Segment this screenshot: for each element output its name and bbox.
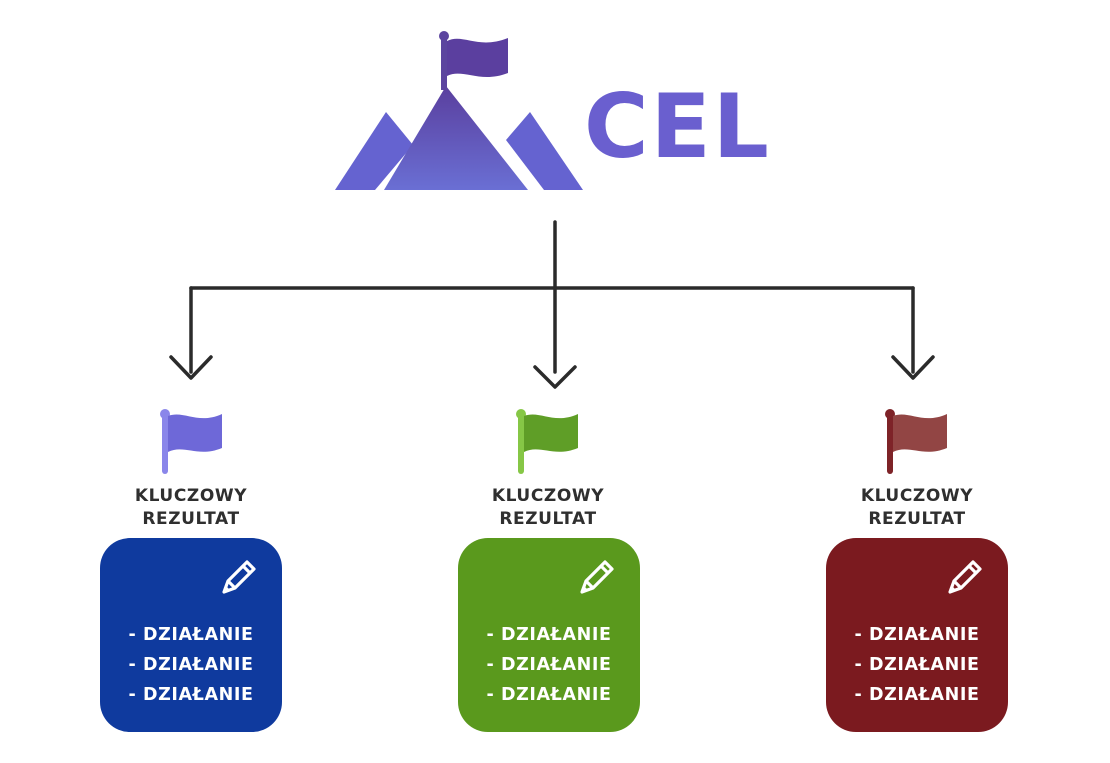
- arrow-head-right: [891, 355, 935, 380]
- action-item: - DZIAŁANIE: [486, 625, 612, 645]
- action-list: - DZIAŁANIE - DZIAŁANIE - DZIAŁANIE: [826, 620, 1008, 710]
- goal-title: CEL: [584, 75, 771, 178]
- action-item: - DZIAŁANIE: [128, 685, 254, 705]
- goal-flag-icon: [439, 31, 508, 90]
- pencil-icon: [580, 560, 614, 594]
- key-result-flag-icon: [516, 409, 578, 474]
- key-result-label: KLUCZOWY REZULTAT: [860, 486, 974, 529]
- action-item: - DZIAŁANIE: [128, 655, 254, 675]
- action-item: - DZIAŁANIE: [486, 685, 612, 705]
- goal-mountain-icon: [335, 86, 583, 190]
- key-result-label: KLUCZOWY REZULTAT: [134, 486, 248, 529]
- action-box: - DZIAŁANIE - DZIAŁANIE - DZIAŁANIE: [100, 538, 282, 732]
- action-item: - DZIAŁANIE: [854, 625, 980, 645]
- pencil-icon: [948, 560, 982, 594]
- action-item: - DZIAŁANIE: [486, 655, 612, 675]
- action-box: - DZIAŁANIE - DZIAŁANIE - DZIAŁANIE: [826, 538, 1008, 732]
- connector-lines: [169, 220, 935, 389]
- action-box: - DZIAŁANIE - DZIAŁANIE - DZIAŁANIE: [458, 538, 640, 732]
- action-item: - DZIAŁANIE: [128, 625, 254, 645]
- pencil-icon: [222, 560, 256, 594]
- action-list: - DZIAŁANIE - DZIAŁANIE - DZIAŁANIE: [458, 620, 640, 710]
- action-list: - DZIAŁANIE - DZIAŁANIE - DZIAŁANIE: [100, 620, 282, 710]
- arrow-head-center: [533, 365, 577, 389]
- key-result-flag-icon: [160, 409, 222, 474]
- action-item: - DZIAŁANIE: [854, 685, 980, 705]
- key-result-label: KLUCZOWY REZULTAT: [491, 486, 605, 529]
- action-item: - DZIAŁANIE: [854, 655, 980, 675]
- key-result-flag-icon: [885, 409, 947, 474]
- arrow-head-left: [169, 355, 213, 380]
